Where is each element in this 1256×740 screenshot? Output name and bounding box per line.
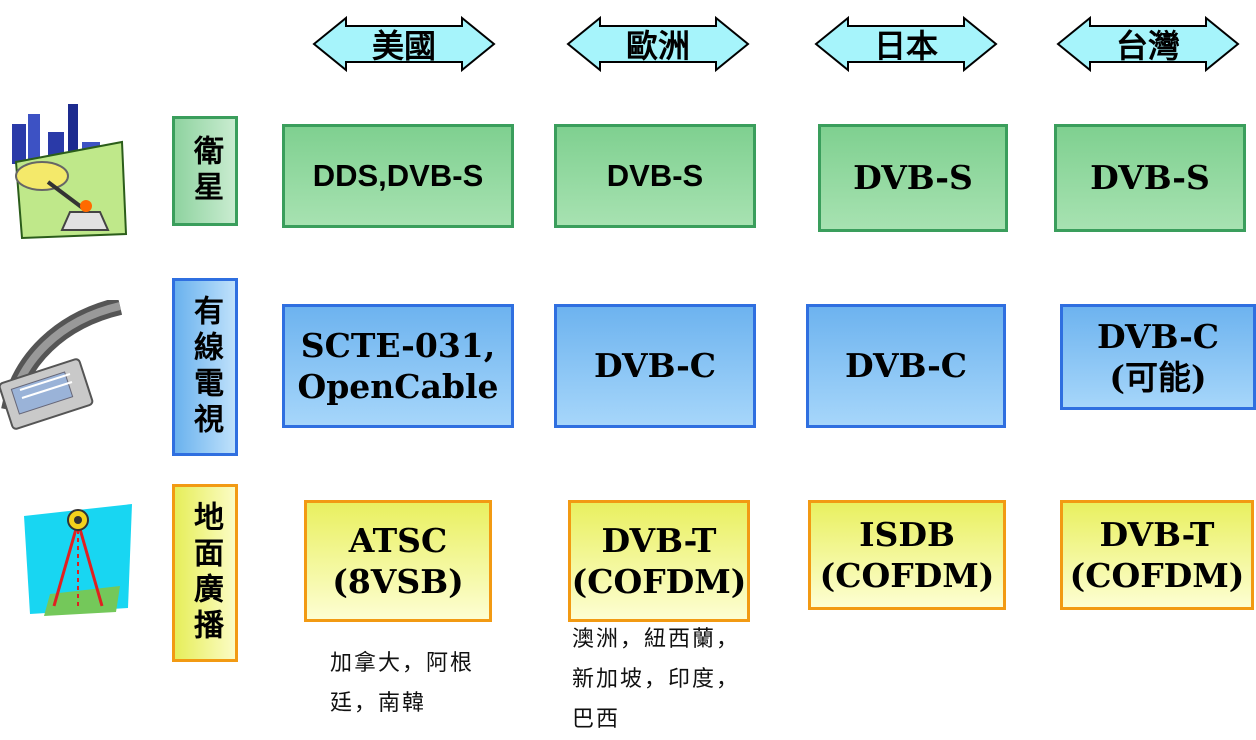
cell-satellite-japan: DVB-S	[818, 124, 1008, 232]
cell-terrestrial-japan: ISDB (COFDM)	[808, 500, 1006, 610]
row-label-cable: 有線電視	[172, 278, 238, 456]
row-label-satellite: 衛星	[172, 116, 238, 226]
row-label-terrestrial: 地面廣播	[172, 484, 238, 662]
region-label-shape	[312, 15, 496, 73]
region-label-text: 歐洲	[625, 27, 690, 65]
region-label-japan: 日本	[814, 12, 998, 76]
cell-satellite-usa: DDS,DVB-S	[282, 124, 514, 228]
region-label-text: 台灣	[1115, 27, 1180, 65]
cell-cable-japan: DVB-C	[806, 304, 1006, 428]
cell-terrestrial-usa: ATSC (8VSB)	[304, 500, 492, 622]
cell-satellite-europe: DVB-S	[554, 124, 756, 228]
region-label-usa: 美國	[312, 12, 496, 76]
region-label-europe: 歐洲	[566, 12, 750, 76]
region-label-shape	[566, 15, 750, 73]
note-europe-countries: 澳洲，紐西蘭， 新加坡，印度， 巴西	[572, 627, 741, 732]
region-label-taiwan: 台灣	[1056, 12, 1240, 76]
cell-terrestrial-taiwan: DVB-T (COFDM)	[1060, 500, 1254, 610]
region-label-text: 日本	[873, 27, 938, 65]
note-usa-countries: 加拿大，阿根 廷，南韓	[330, 651, 475, 716]
cell-cable-europe: DVB-C	[554, 304, 756, 428]
cell-terrestrial-europe: DVB-T (COFDM)	[568, 500, 750, 622]
region-label-text: 美國	[371, 27, 436, 65]
cell-cable-usa: SCTE-031, OpenCable	[282, 304, 514, 428]
region-label-shape	[1056, 15, 1240, 73]
cable-connector-icon	[0, 300, 123, 430]
satellite-dish-icon	[8, 102, 130, 240]
cell-satellite-taiwan: DVB-S	[1054, 124, 1246, 232]
cell-cable-taiwan: DVB-C (可能)	[1060, 304, 1256, 410]
broadcast-tower-icon	[24, 504, 132, 616]
region-label-shape	[814, 15, 998, 73]
